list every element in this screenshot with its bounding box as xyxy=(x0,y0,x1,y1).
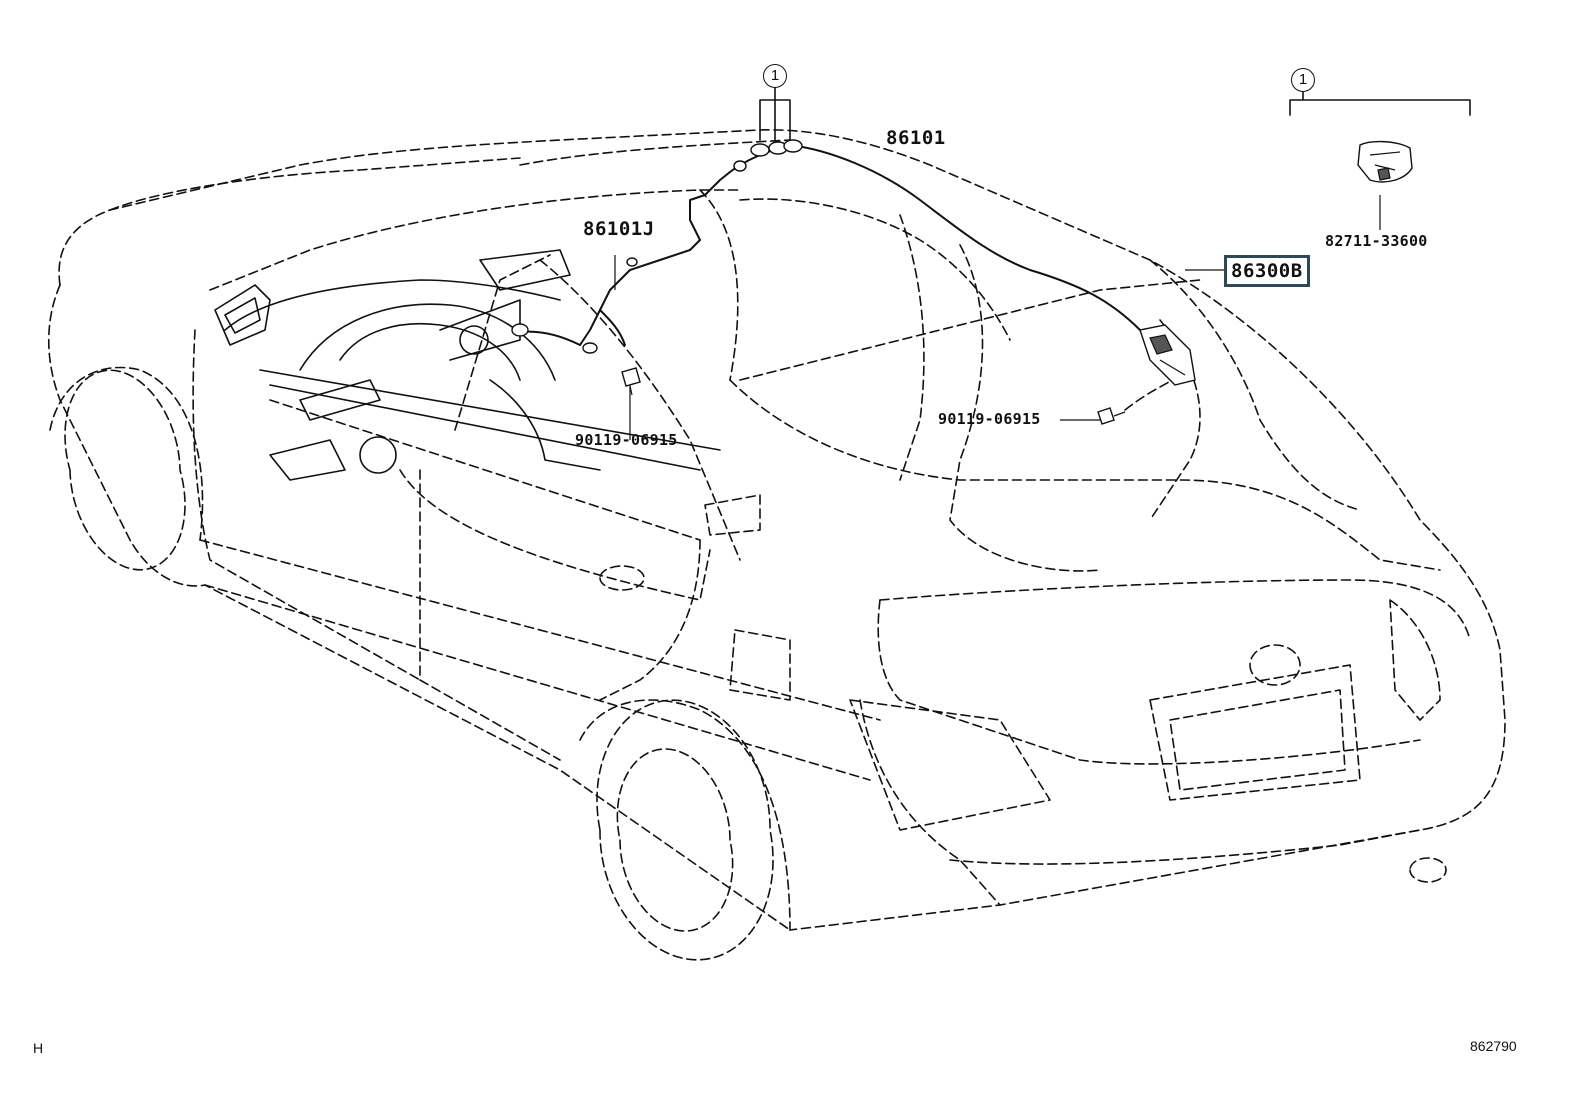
clip-82711-33600 xyxy=(1357,140,1413,183)
ref-circle-left[interactable]: 1 xyxy=(763,64,787,88)
antenna-amplifier-86300B xyxy=(1139,324,1196,386)
car-body-outline xyxy=(48,129,1506,961)
ref-bracket-left xyxy=(759,84,791,146)
wire-clips xyxy=(511,139,803,354)
part-label-86300B[interactable]: 86300B xyxy=(1224,255,1310,287)
part-label-82711-33600[interactable]: 82711-33600 xyxy=(1325,232,1428,250)
ref-bracket-right xyxy=(1289,89,1471,116)
bolt-left xyxy=(621,367,641,396)
figure-number: 862790 xyxy=(1470,1038,1517,1054)
footer-left-mark: H xyxy=(33,1040,44,1056)
ref-circle-right[interactable]: 1 xyxy=(1291,68,1315,92)
part-label-86101[interactable]: 86101 xyxy=(886,127,946,149)
part-label-86101J[interactable]: 86101J xyxy=(583,218,655,240)
part-label-bolt-right[interactable]: 90119-06915 xyxy=(938,410,1041,428)
part-label-bolt-left[interactable]: 90119-06915 xyxy=(575,431,678,449)
